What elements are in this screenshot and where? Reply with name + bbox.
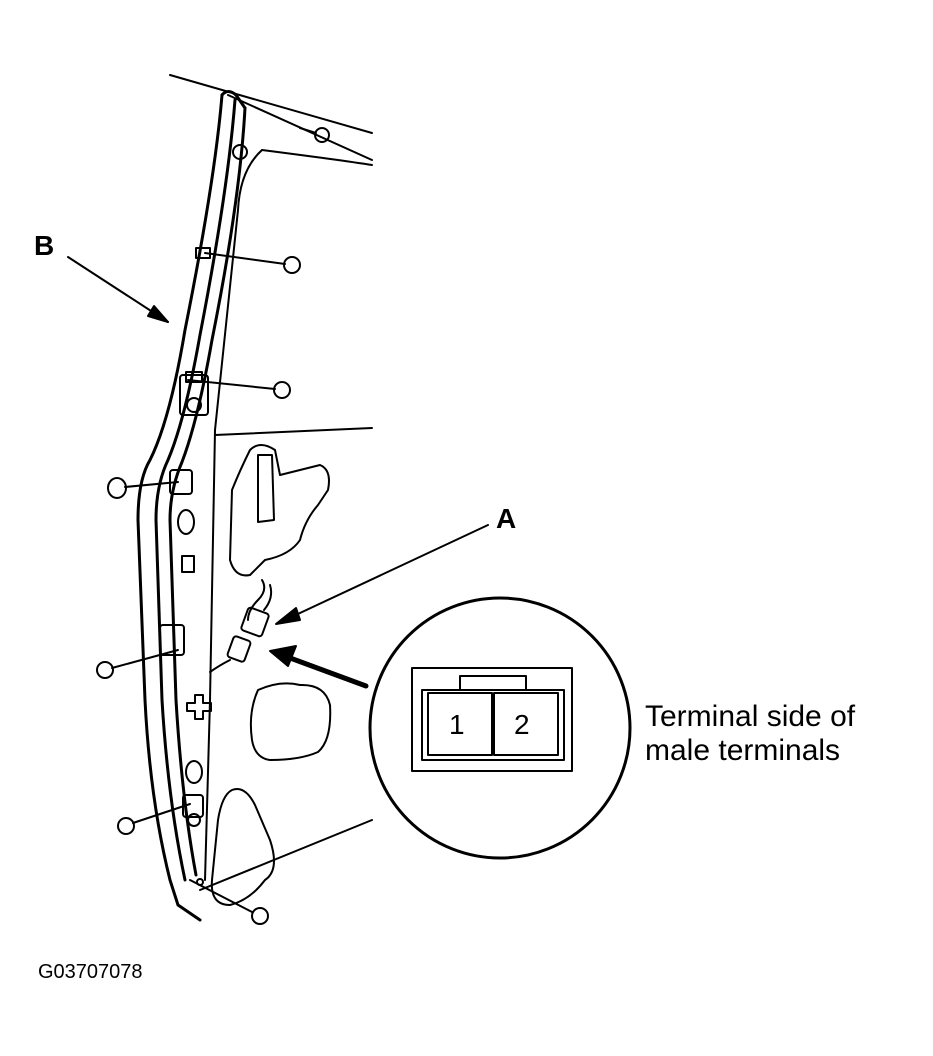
screw xyxy=(189,879,269,925)
harness-connector-a xyxy=(196,579,273,886)
screw xyxy=(187,379,291,399)
molding-b xyxy=(136,90,247,922)
screw xyxy=(107,477,179,499)
callout-a: A xyxy=(496,503,517,534)
screw xyxy=(117,803,191,835)
screw xyxy=(299,127,330,143)
detail-circle xyxy=(368,596,632,860)
caption-line-2: male terminals xyxy=(645,734,841,767)
connector-pin-2-label: 2 xyxy=(514,709,530,740)
screws xyxy=(96,127,330,925)
figure-id: G03707078 xyxy=(38,961,143,983)
connector-pin-1-label: 1 xyxy=(449,709,465,740)
screw xyxy=(204,252,301,274)
door-frame xyxy=(169,74,373,891)
caption-line-1: Terminal side of xyxy=(645,700,856,733)
screw xyxy=(96,649,179,679)
detail-caption: Terminal side of male terminals xyxy=(645,700,855,768)
callout-b: B xyxy=(34,230,55,261)
inner-panel-cutouts xyxy=(210,444,332,906)
molding-tabs xyxy=(159,144,248,827)
connector-face xyxy=(411,667,573,772)
zoom-arrow xyxy=(269,645,369,689)
leader-lines xyxy=(67,256,489,625)
